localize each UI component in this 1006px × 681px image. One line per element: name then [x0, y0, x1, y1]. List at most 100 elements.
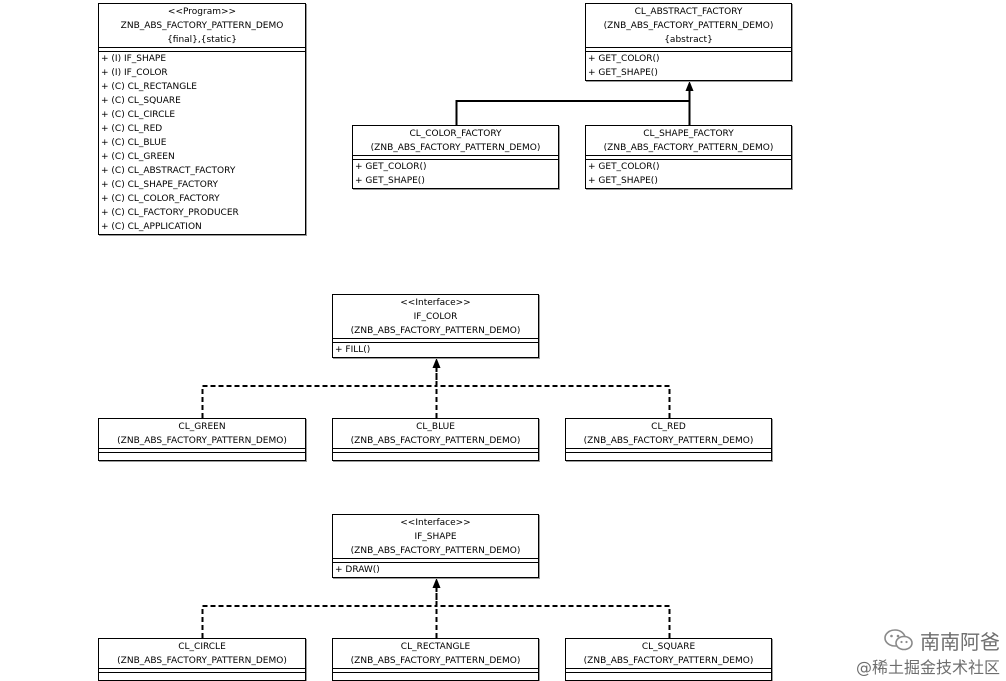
- class-header: CL_SHAPE_FACTORY(ZNB_ABS_FACTORY_PATTERN…: [586, 126, 791, 155]
- class-member: + (I) IF_COLOR: [101, 68, 168, 78]
- class-box-circle: CL_CIRCLE (ZNB_ABS_FACTORY_PATTERN_DEMO): [98, 638, 306, 681]
- wechat-icon: [884, 629, 914, 657]
- methods-compartment: [99, 453, 305, 460]
- class-member: + DRAW(): [335, 565, 380, 575]
- class-member: + (C) CL_APPLICATION: [101, 222, 202, 232]
- methods-compartment: + GET_COLOR() + GET_SHAPE(): [353, 160, 558, 188]
- class-member: + (C) CL_RED: [101, 124, 163, 134]
- class-member: + GET_COLOR(): [355, 162, 427, 172]
- attributes-compartment: [586, 155, 791, 160]
- class-member: + GET_COLOR(): [588, 54, 660, 64]
- class-box-blue: CL_BLUE(ZNB_ABS_FACTORY_PATTERN_DEMO): [332, 418, 539, 461]
- arrowhead-if-shape: [432, 578, 441, 588]
- class-member: + GET_COLOR(): [588, 162, 660, 172]
- class-header: CL_ABSTRACT_FACTORY (ZNB_ABS_FACTORY_PATT…: [586, 4, 791, 47]
- class-header-line: CL_COLOR_FACTORY: [409, 129, 502, 139]
- relation-green-to-if-color: [201, 367, 438, 418]
- attributes-compartment: [99, 668, 305, 673]
- class-header: CL_COLOR_FACTORY (ZNB_ABS_FACTORY_PATTERN…: [353, 126, 558, 155]
- methods-compartment: [566, 673, 771, 680]
- watermark-name: 南南阿爸: [920, 629, 1000, 654]
- class-header-line: <<Interface>>: [400, 298, 471, 308]
- class-member: + (C) CL_RECTANGLE: [101, 82, 197, 92]
- class-header-line: CL_RED: [651, 422, 686, 432]
- methods-compartment: + (I) IF_SHAPE + (I) IF_COLOR + (C) CL_REC…: [99, 52, 305, 234]
- class-header-line: (ZNB_ABS_FACTORY_PATTERN_DEMO): [583, 436, 754, 446]
- attributes-compartment: [333, 338, 538, 343]
- attributes-compartment: [99, 448, 305, 453]
- class-header: <<Interface>> IF_SHAPE (ZNB_ABS_FACTORY_PA…: [333, 515, 538, 558]
- class-header-line: ZNB_ABS_FACTORY_PATTERN_DEMO: [120, 21, 284, 31]
- class-header: CL_RECTANGLE (ZNB_ABS_FACTORY_PATTERN_DEM…: [333, 639, 538, 668]
- methods-compartment: [333, 453, 538, 460]
- attributes-compartment: [333, 558, 538, 563]
- watermark-site: @稀土掘金技术社区: [855, 658, 1000, 677]
- class-member: + (C) CL_FACTORY_PRODUCER: [101, 208, 239, 218]
- class-header-line: CL_RECTANGLE: [400, 642, 471, 652]
- relation-square-to-if-shape: [435, 587, 671, 638]
- attributes-compartment: [586, 47, 791, 52]
- class-header-line: IF_COLOR: [413, 312, 458, 322]
- class-header-line: CL_SHAPE_FACTORY: [643, 129, 734, 139]
- attributes-compartment: [566, 448, 771, 453]
- methods-compartment: + DRAW(): [333, 563, 538, 577]
- class-header-line: CL_ABSTRACT_FACTORY: [634, 7, 743, 17]
- class-header-line: IF_SHAPE: [414, 532, 457, 542]
- class-member: + (C) CL_SQUARE: [101, 96, 181, 106]
- class-header-line: <<Interface>>: [400, 518, 471, 528]
- class-header-line: (ZNB_ABS_FACTORY_PATTERN_DEMO): [350, 546, 521, 556]
- methods-compartment: [99, 673, 305, 680]
- class-header-line: (ZNB_ABS_FACTORY_PATTERN_DEMO): [117, 436, 287, 446]
- class-header-line: (ZNB_ABS_FACTORY_PATTERN_DEMO): [350, 436, 521, 446]
- methods-compartment: [566, 453, 771, 460]
- class-header-line: (ZNB_ABS_FACTORY_PATTERN_DEMO): [117, 656, 287, 666]
- class-member: + (C) CL_COLOR_FACTORY: [101, 194, 220, 204]
- class-box-if-shape: <<Interface>> IF_SHAPE (ZNB_ABS_FACTORY_PA…: [332, 514, 539, 578]
- methods-compartment: + FILL(): [333, 343, 538, 357]
- class-box-if-color: <<Interface>> IF_COLOR (ZNB_ABS_FACTORY_PA…: [332, 294, 539, 358]
- class-box-green: CL_GREEN (ZNB_ABS_FACTORY_PATTERN_DEMO): [98, 418, 306, 461]
- attributes-compartment: [566, 668, 771, 673]
- class-member: + (C) CL_ABSTRACT_FACTORY: [101, 166, 236, 176]
- class-member: + (C) CL_GREEN: [101, 152, 175, 162]
- class-header: CL_GREEN (ZNB_ABS_FACTORY_PATTERN_DEMO): [99, 419, 305, 448]
- relation-color-factory-to-abstract-factory: [455, 90, 691, 125]
- class-box-square: CL_SQUARE (ZNB_ABS_FACTORY_PATTERN_DEMO): [565, 638, 772, 681]
- class-header-line: (ZNB_ABS_FACTORY_PATTERN_DEMO): [350, 326, 521, 336]
- class-header: CL_CIRCLE (ZNB_ABS_FACTORY_PATTERN_DEMO): [99, 639, 305, 668]
- attributes-compartment: [333, 668, 538, 673]
- class-header-line: (ZNB_ABS_FACTORY_PATTERN_DEMO): [603, 21, 774, 31]
- class-header: CL_BLUE(ZNB_ABS_FACTORY_PATTERN_DEMO): [333, 419, 538, 448]
- class-member: + GET_SHAPE(): [355, 176, 425, 186]
- arrowhead-if-color: [432, 358, 441, 368]
- class-box-color-factory: CL_COLOR_FACTORY (ZNB_ABS_FACTORY_PATTERN…: [352, 125, 559, 189]
- class-header-line: CL_CIRCLE: [178, 642, 226, 652]
- class-member: + (I) IF_SHAPE: [101, 54, 167, 64]
- class-member: + FILL(): [335, 345, 371, 355]
- class-box-red: CL_RED (ZNB_ABS_FACTORY_PATTERN_DEMO): [565, 418, 772, 461]
- relation-circle-to-if-shape: [201, 587, 438, 638]
- methods-compartment: + GET_COLOR()+ GET_SHAPE(): [586, 160, 791, 188]
- class-member: + (C) CL_CIRCLE: [101, 110, 176, 120]
- methods-compartment: + GET_COLOR()+ GET_SHAPE(): [586, 52, 791, 80]
- class-box-rectangle: CL_RECTANGLE (ZNB_ABS_FACTORY_PATTERN_DEM…: [332, 638, 539, 681]
- class-header: <<Program>> ZNB_ABS_FACTORY_PATTERN_DEMO {…: [99, 4, 305, 47]
- class-header-line: <<Program>>: [167, 7, 237, 17]
- arrowhead-abstract-factory: [685, 81, 694, 91]
- class-header-line: (ZNB_ABS_FACTORY_PATTERN_DEMO): [350, 656, 521, 666]
- class-header-line: CL_SQUARE: [641, 642, 696, 652]
- attributes-compartment: [353, 155, 558, 160]
- class-header-line: {final},{static}: [167, 35, 237, 45]
- attributes-compartment: [333, 448, 538, 453]
- class-header-line: (ZNB_ABS_FACTORY_PATTERN_DEMO): [583, 656, 754, 666]
- class-header-line: (ZNB_ABS_FACTORY_PATTERN_DEMO): [370, 143, 541, 153]
- class-box-abstract-factory: CL_ABSTRACT_FACTORY (ZNB_ABS_FACTORY_PATT…: [585, 3, 792, 81]
- class-header-line: CL_GREEN: [178, 422, 226, 432]
- class-member: + (C) CL_SHAPE_FACTORY: [101, 180, 219, 190]
- class-member: + (C) CL_BLUE: [101, 138, 167, 148]
- class-header: CL_SQUARE (ZNB_ABS_FACTORY_PATTERN_DEMO): [566, 639, 771, 668]
- class-header: CL_RED (ZNB_ABS_FACTORY_PATTERN_DEMO): [566, 419, 771, 448]
- class-box-shape-factory: CL_SHAPE_FACTORY(ZNB_ABS_FACTORY_PATTERN…: [585, 125, 792, 189]
